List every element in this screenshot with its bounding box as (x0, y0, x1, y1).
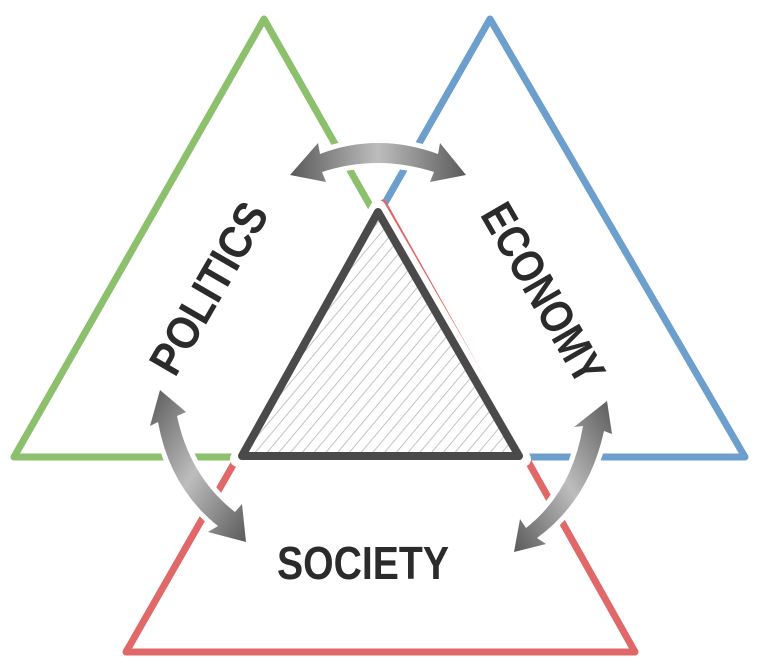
society-label: SOCIETY (277, 537, 449, 589)
center-triangle (238, 208, 523, 460)
politics-society-double-arrow (150, 390, 246, 542)
politics-label: POLITICS (139, 193, 279, 384)
politics-economy-double-arrow (290, 143, 466, 182)
economy-society-double-arrow (514, 401, 612, 552)
economy-label: ECONOMY (471, 193, 616, 392)
